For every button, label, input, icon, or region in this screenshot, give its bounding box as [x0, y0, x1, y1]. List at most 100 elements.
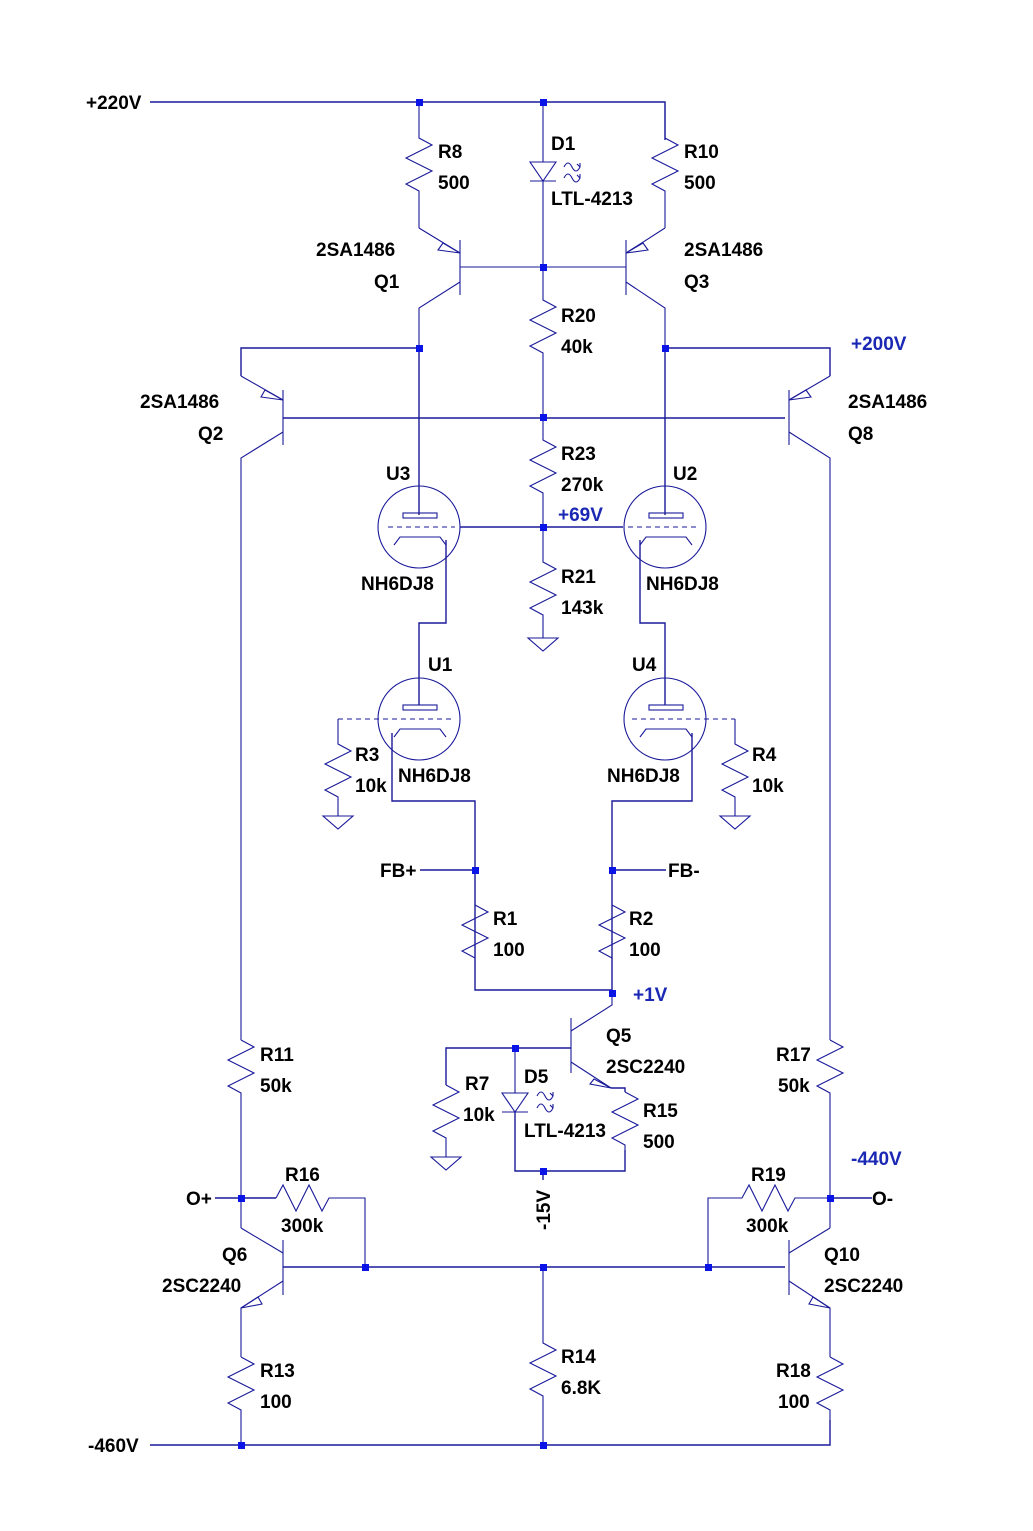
r20-value: 40k: [561, 337, 593, 358]
resistor-r1[interactable]: [460, 904, 490, 959]
rail-plus-220v: [150, 101, 666, 140]
junction-dot: [662, 345, 669, 352]
resistor-r16[interactable]: [275, 1183, 366, 1267]
r23-ref: R23: [561, 444, 596, 465]
d5-model: LTL-4213: [524, 1121, 606, 1142]
transistor-q1[interactable]: [418, 227, 545, 348]
q2-ref: Q2: [198, 424, 223, 445]
resistor-r15[interactable]: [610, 1091, 640, 1150]
d1-model: LTL-4213: [551, 189, 633, 210]
net-label-neg15v: -15V: [534, 1190, 555, 1230]
port-out-plus[interactable]: O+: [186, 1189, 212, 1210]
junction-dot: [540, 99, 547, 106]
junction-dot: [540, 1168, 547, 1175]
r7-ref: R7: [465, 1074, 489, 1095]
tube-u4[interactable]: [611, 677, 735, 990]
q10-ref: Q10: [824, 1245, 860, 1266]
led-d1[interactable]: [528, 102, 581, 267]
resistor-r3[interactable]: [323, 719, 353, 816]
q1-model: 2SA1486: [316, 240, 395, 261]
q5-model: 2SC2240: [606, 1057, 685, 1078]
u4-model: NH6DJ8: [607, 766, 680, 787]
resistor-r13[interactable]: [226, 1356, 256, 1445]
resistor-r19[interactable]: [707, 1183, 830, 1267]
r3-value: 10k: [355, 776, 387, 797]
ground-icon: [429, 1156, 463, 1171]
resistor-r23[interactable]: [528, 418, 558, 527]
d5-ref: D5: [524, 1067, 549, 1088]
junction-dot: [416, 345, 423, 352]
r1-ref: R1: [493, 909, 518, 930]
resistor-r21[interactable]: [528, 527, 558, 638]
net-label-1v: +1V: [633, 985, 668, 1006]
q6-model: 2SC2240: [162, 1276, 241, 1297]
u2-ref: U2: [673, 464, 697, 485]
junction-dot: [472, 867, 479, 874]
resistor-r11[interactable]: [226, 1039, 256, 1228]
r1-value: 100: [493, 940, 525, 961]
junction-dot: [540, 524, 547, 531]
transistor-q2[interactable]: [240, 347, 785, 1040]
r3-ref: R3: [355, 745, 379, 766]
r18-value: 100: [778, 1392, 810, 1413]
junctions: [238, 99, 834, 1449]
resistor-r4[interactable]: [720, 719, 750, 816]
q3-ref: Q3: [684, 272, 709, 293]
resistor-r8[interactable]: [404, 102, 434, 228]
port-out-minus[interactable]: O-: [872, 1189, 893, 1210]
junction-dot: [827, 1195, 834, 1202]
q8-ref: Q8: [848, 424, 873, 445]
q8-model: 2SA1486: [848, 392, 927, 413]
net-label-69v: +69V: [558, 505, 603, 526]
u1-ref: U1: [428, 655, 453, 676]
junction-dot: [416, 99, 423, 106]
transistor-q8[interactable]: [665, 347, 831, 1040]
rail-minus-460v: [150, 1420, 831, 1446]
tube-u1[interactable]: [338, 677, 612, 991]
r16-ref: R16: [285, 1165, 320, 1186]
transistor-q6[interactable]: [240, 1227, 785, 1357]
r14-value: 6.8K: [561, 1378, 601, 1399]
port-fb-minus[interactable]: FB-: [668, 861, 700, 882]
r4-ref: R4: [752, 745, 777, 766]
q6-ref: Q6: [222, 1245, 247, 1266]
r8-value: 500: [438, 173, 470, 194]
net-label-neg440v: -440V: [851, 1149, 902, 1170]
r7-value: 10k: [463, 1105, 495, 1126]
junction-dot: [362, 1264, 369, 1271]
q3-model: 2SA1486: [684, 240, 763, 261]
resistor-r17[interactable]: [815, 1039, 845, 1228]
q5-ref: Q5: [606, 1026, 632, 1047]
r10-ref: R10: [684, 142, 719, 163]
r21-ref: R21: [561, 567, 596, 588]
junction-dot: [609, 867, 616, 874]
resistor-r10[interactable]: [650, 102, 680, 228]
junction-dot: [512, 1045, 519, 1052]
resistor-r2[interactable]: [597, 904, 627, 959]
transistor-q3[interactable]: [545, 227, 666, 348]
port-fb-plus[interactable]: FB+: [380, 861, 416, 882]
r11-ref: R11: [260, 1045, 294, 1066]
junction-dot: [238, 1195, 245, 1202]
junction-dot: [540, 264, 547, 271]
transistor-q10[interactable]: [788, 1227, 831, 1357]
tube-u2[interactable]: [623, 485, 707, 705]
r2-value: 100: [629, 940, 661, 961]
r19-ref: R19: [751, 1165, 786, 1186]
q2-model: 2SA1486: [140, 392, 219, 413]
r10-value: 500: [684, 173, 716, 194]
junction-dot: [540, 1442, 547, 1449]
r15-ref: R15: [643, 1101, 678, 1122]
tube-u3[interactable]: [377, 485, 623, 705]
r20-ref: R20: [561, 306, 596, 327]
led-d5[interactable]: [500, 1048, 626, 1172]
net-label-200v: +200V: [851, 334, 907, 355]
junction-dot: [540, 1264, 547, 1271]
r16-value: 300k: [281, 1216, 324, 1237]
resistor-r14[interactable]: [528, 1267, 558, 1445]
resistor-r7[interactable]: [431, 1084, 461, 1157]
r18-ref: R18: [776, 1361, 811, 1382]
resistor-r18[interactable]: [815, 1356, 845, 1420]
r11-value: 50k: [260, 1076, 292, 1097]
resistor-r20[interactable]: [528, 267, 558, 418]
